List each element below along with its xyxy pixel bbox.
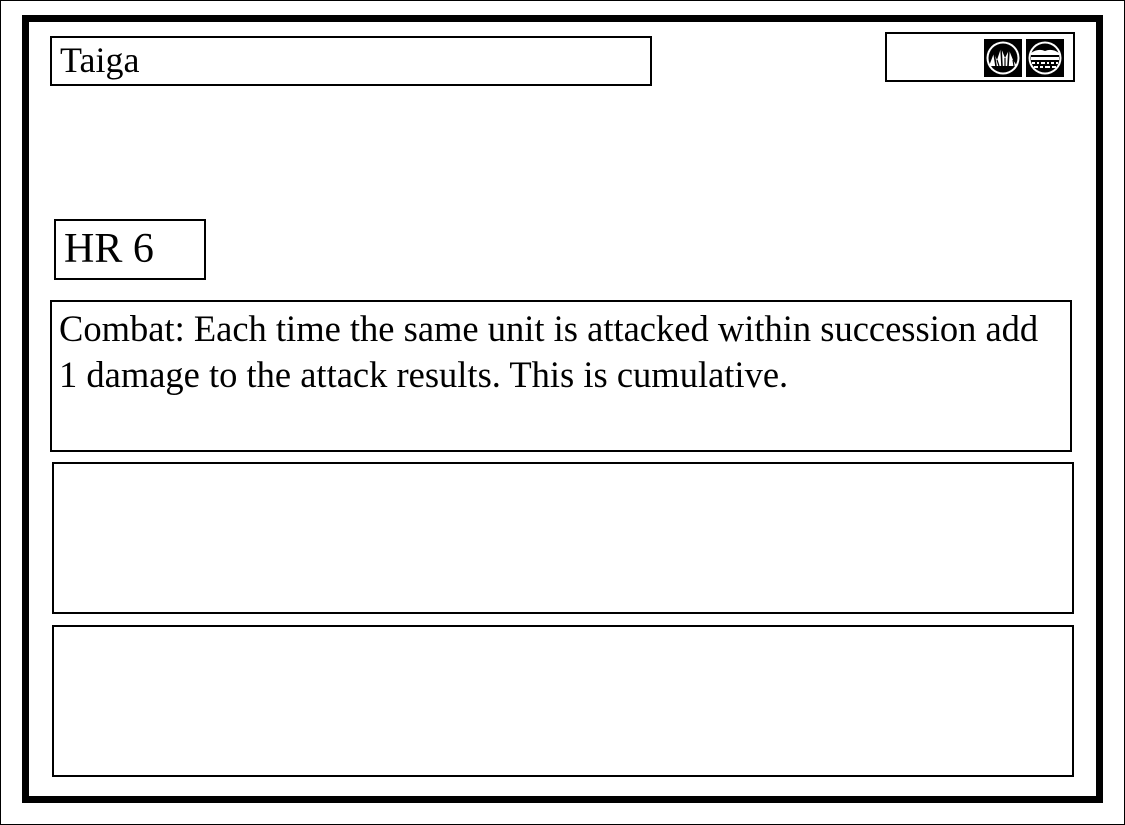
title-box: Taiga [50, 36, 652, 86]
mountain-icon [984, 39, 1022, 77]
empty-text-box-1 [52, 462, 1074, 614]
hr-label: HR 6 [64, 226, 154, 272]
hr-box: HR 6 [54, 219, 206, 280]
empty-text-box-2 [52, 625, 1074, 777]
terrain-icon-box [885, 32, 1075, 82]
landscape-icon [1026, 39, 1064, 77]
card-title: Taiga [60, 40, 140, 80]
rule-text-box: Combat: Each time the same unit is attac… [50, 300, 1072, 452]
combat-rule-text: Combat: Each time the same unit is attac… [59, 308, 1039, 395]
